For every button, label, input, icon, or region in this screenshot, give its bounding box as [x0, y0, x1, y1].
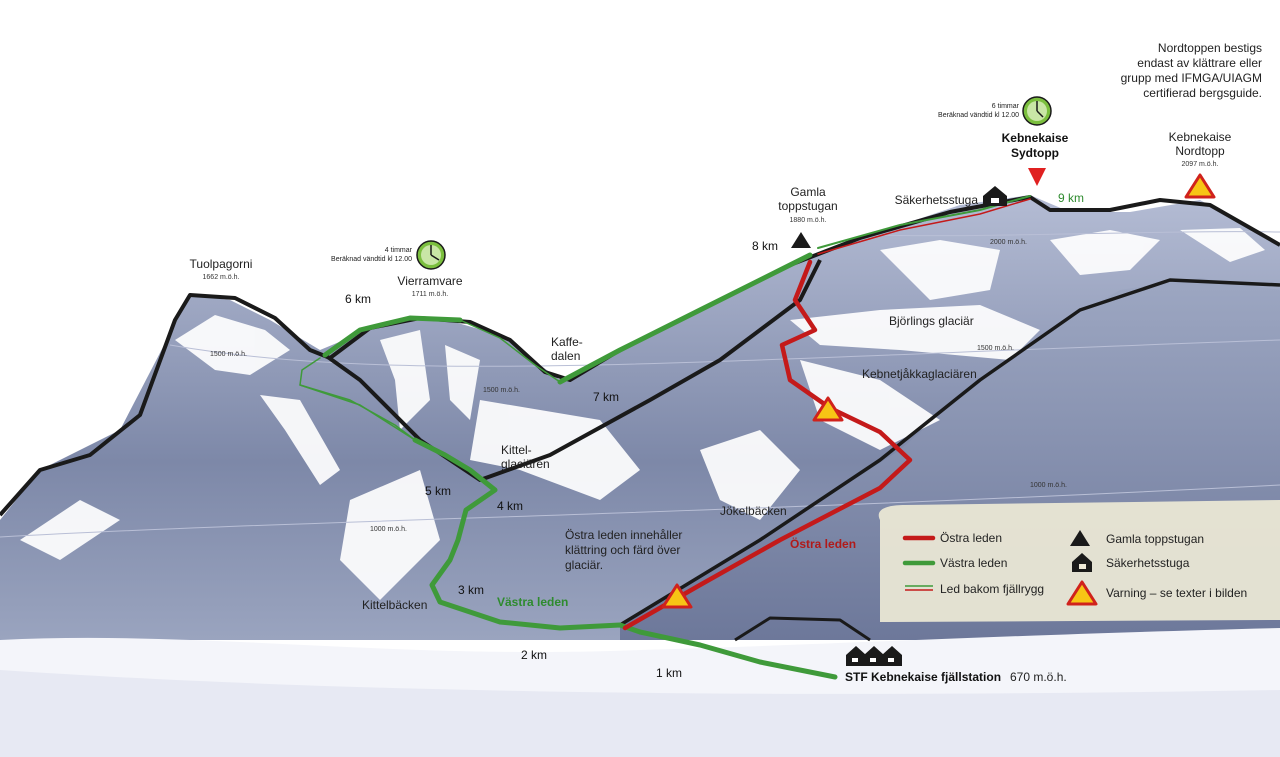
legend-ostra-label: Östra leden [940, 531, 1002, 545]
place-kittelbacken: Kittelbäcken [362, 598, 427, 612]
legend-sakerhetsstuga-icon [1072, 553, 1092, 572]
place-name: glaciären [501, 457, 550, 471]
place-name: Kittel- [501, 443, 532, 457]
note-line: Östra leden innehåller [565, 528, 682, 542]
peak-sydtopp: Kebnekaise Sydtopp [1002, 131, 1069, 160]
time-marker-sydtopp: 6 timmar Beräknad vändtid kl 12.00 [938, 103, 1020, 119]
warning-icons [661, 173, 1216, 609]
peak-altitude: 1662 m.ö.h. [203, 274, 240, 281]
clock-icon [416, 240, 446, 270]
legend-gamla-toppstugan-label: Gamla toppstugan [1106, 532, 1204, 546]
distance-1km: 1 km [656, 666, 682, 680]
peak-nordtopp: Kebnekaise Nordtopp 2097 m.ö.h. [1169, 130, 1232, 168]
peak-tuolpagorni: Tuolpagorni 1662 m.ö.h. [190, 257, 253, 281]
route-ostra [622, 198, 1031, 631]
distance-9km: 9 km [1058, 191, 1084, 205]
contour-label: 1500 m.ö.h. [483, 387, 520, 394]
sakerhetsstuga-label: Säkerhetsstuga [895, 193, 979, 207]
distance-8km: 8 km [752, 239, 778, 253]
note-line: grupp med IFMGA/UIAGM [1121, 71, 1262, 85]
warning-icon [661, 583, 693, 609]
note-line: endast av klättrare eller [1137, 56, 1262, 70]
legend-warning-icon [1066, 580, 1098, 606]
peak-name: Tuolpagorni [190, 257, 253, 271]
peak-name: Gamla [790, 185, 826, 199]
place-bjorlings-glaciar: Björlings glaciär [889, 314, 974, 328]
place-kaffedalen: Kaffe- dalen [551, 335, 583, 363]
distance-3km: 3 km [458, 583, 484, 597]
time-turnaround: Beräknad vändtid kl 12.00 [331, 256, 412, 263]
peak-name: Kebnekaise [1169, 130, 1232, 144]
station-name: STF Kebnekaise fjällstation [845, 670, 1001, 684]
contour-label: 2000 m.ö.h. [990, 239, 1027, 246]
legend-vastra-label: Västra leden [940, 556, 1007, 570]
ostra-note: Östra leden innehåller klättring och fär… [565, 528, 682, 572]
sakerhetsstuga-icon [983, 186, 1007, 206]
peak-gamla-toppstugan: Gamla toppstugan 1880 m.ö.h. [778, 185, 837, 224]
peak-name: Sydtopp [1011, 146, 1059, 160]
peak-altitude: 1711 m.ö.h. [412, 291, 449, 298]
legend [878, 500, 1280, 622]
place-jokelbacken: Jökelbäcken [720, 504, 787, 518]
peak-name: Kebnekaise [1002, 131, 1069, 145]
legend-behind-ridge-label: Led bakom fjällrygg [940, 582, 1044, 596]
gamla-toppstugan-icon [791, 232, 811, 248]
nordtopp-note: Nordtoppen bestigs endast av klättrare e… [1121, 41, 1262, 100]
note-line: certifierad bergsguide. [1143, 86, 1262, 100]
distance-6km: 6 km [345, 292, 371, 306]
station-huts-icon [846, 646, 902, 666]
peak-name: toppstugan [778, 199, 837, 213]
contour-label: 1000 m.ö.h. [1030, 482, 1067, 489]
peak-name: Nordtopp [1175, 144, 1225, 158]
route-label-vastra: Västra leden [497, 595, 568, 609]
warning-icon [1184, 173, 1216, 199]
contour-label: 1500 m.ö.h. [977, 345, 1014, 352]
distance-4km: 4 km [497, 499, 523, 513]
distance-5km: 5 km [425, 484, 451, 498]
note-line: glaciär. [565, 558, 603, 572]
note-line: klättring och färd över [565, 543, 680, 557]
contour-label: 1000 m.ö.h. [370, 526, 407, 533]
legend-warning-label: Varning – se texter i bilden [1106, 586, 1247, 600]
peak-altitude: 2097 m.ö.h. [1182, 161, 1219, 168]
ridge-lines [0, 195, 1280, 642]
snow-fields [20, 228, 1265, 600]
warning-icon [812, 396, 844, 422]
time-hours: 6 timmar [992, 103, 1020, 110]
peak-name: Vierramvare [397, 274, 462, 288]
contour-label: 1500 m.ö.h. [210, 351, 247, 358]
place-kebnetjakkaglaciaren: Kebnetjåkkaglaciären [862, 367, 977, 381]
peak-vierramvare: Vierramvare 1711 m.ö.h. [397, 274, 462, 298]
time-marker-vierramvare: 4 timmar Beräknad vändtid kl 12.00 [331, 247, 413, 263]
peak-altitude: 1880 m.ö.h. [790, 217, 827, 224]
clock-icon [1022, 96, 1052, 126]
place-name: dalen [551, 349, 580, 363]
place-kittelglaciaren: Kittel- glaciären [501, 443, 550, 471]
time-hours: 4 timmar [385, 247, 413, 254]
place-name: Kaffe- [551, 335, 583, 349]
note-line: Nordtoppen bestigs [1158, 41, 1262, 55]
distance-7km: 7 km [593, 390, 619, 404]
station-altitude: 670 m.ö.h. [1010, 670, 1067, 684]
distance-2km: 2 km [521, 648, 547, 662]
legend-gamla-toppstugan-icon [1070, 530, 1090, 546]
time-turnaround: Beräknad vändtid kl 12.00 [938, 112, 1019, 119]
legend-sakerhetsstuga-label: Säkerhetsstuga [1106, 556, 1190, 570]
sydtopp-marker-icon [1028, 168, 1046, 186]
route-label-ostra: Östra leden [790, 536, 856, 551]
